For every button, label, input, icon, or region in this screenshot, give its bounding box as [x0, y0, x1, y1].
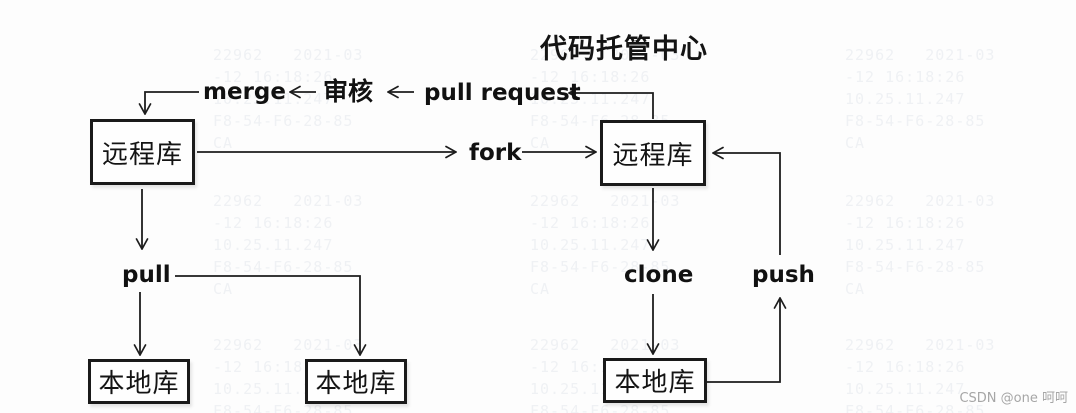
arrow-pull-to-local-middle	[175, 275, 360, 355]
node-remote-left: 远程库	[90, 119, 195, 185]
node-local-right: 本地库	[603, 358, 707, 403]
node-local-middle: 本地库	[305, 359, 407, 404]
label-review: 审核	[323, 77, 374, 106]
arrow-remote-right-to-pullrequest	[569, 93, 654, 119]
label-fork: fork	[469, 140, 522, 166]
label-merge: merge	[203, 79, 286, 105]
label-push: push	[752, 262, 815, 288]
node-local-left: 本地库	[88, 359, 190, 404]
label-clone: clone	[624, 262, 694, 288]
label-pull-request: pull request	[424, 80, 581, 106]
node-remote-right-label: 远程库	[612, 140, 694, 171]
node-local-middle-label: 本地库	[315, 369, 397, 399]
node-local-right-label: 本地库	[614, 368, 696, 398]
arrow-merge-into-remote-left	[145, 91, 199, 114]
csdn-watermark: CSDN @one 呵呵	[959, 391, 1068, 406]
diagram-title: 代码托管中心	[540, 34, 708, 65]
node-remote-left-label: 远程库	[101, 139, 183, 170]
node-local-left-label: 本地库	[98, 369, 180, 399]
arrow-push-to-remote-right	[713, 153, 781, 255]
arrow-local-right-to-push	[707, 298, 780, 383]
node-remote-right: 远程库	[600, 120, 706, 186]
label-pull: pull	[122, 262, 171, 288]
